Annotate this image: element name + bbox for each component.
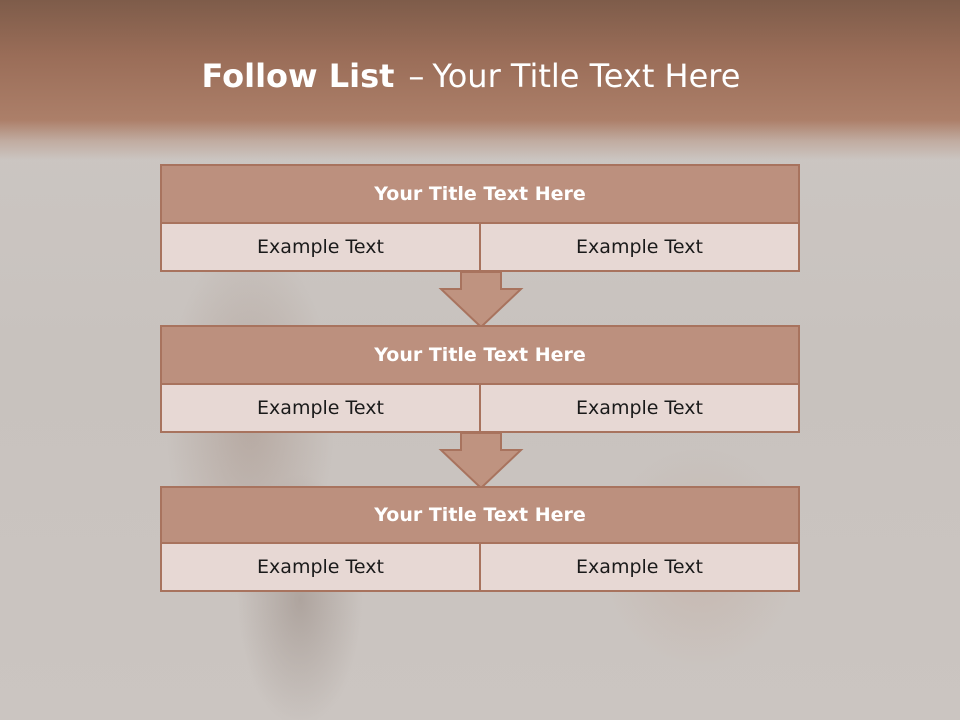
list-block-2: Your Title Text Here Example Text Exampl…: [160, 325, 800, 433]
block-row: Example Text Example Text: [162, 385, 798, 431]
block-title: Your Title Text Here: [162, 488, 798, 544]
block-cell-right: Example Text: [479, 224, 798, 270]
list-block-1: Your Title Text Here Example Text Exampl…: [160, 164, 800, 272]
block-title: Your Title Text Here: [162, 166, 798, 224]
block-cell-left: Example Text: [162, 224, 479, 270]
slide-title-dash: –: [408, 57, 425, 95]
block-row: Example Text Example Text: [162, 224, 798, 270]
down-arrow-icon: [438, 271, 524, 329]
block-title: Your Title Text Here: [162, 327, 798, 385]
slide-title-bold: Follow List: [201, 57, 395, 95]
header-band: [0, 0, 960, 160]
list-block-3: Your Title Text Here Example Text Exampl…: [160, 486, 800, 592]
block-row: Example Text Example Text: [162, 544, 798, 590]
slide-title-rest: Your Title Text Here: [432, 57, 741, 95]
slide-title: Follow List–Your Title Text Here: [0, 52, 942, 100]
block-cell-left: Example Text: [162, 385, 479, 431]
block-cell-left: Example Text: [162, 544, 479, 590]
down-arrow-icon: [438, 432, 524, 490]
block-cell-right: Example Text: [479, 544, 798, 590]
block-cell-right: Example Text: [479, 385, 798, 431]
